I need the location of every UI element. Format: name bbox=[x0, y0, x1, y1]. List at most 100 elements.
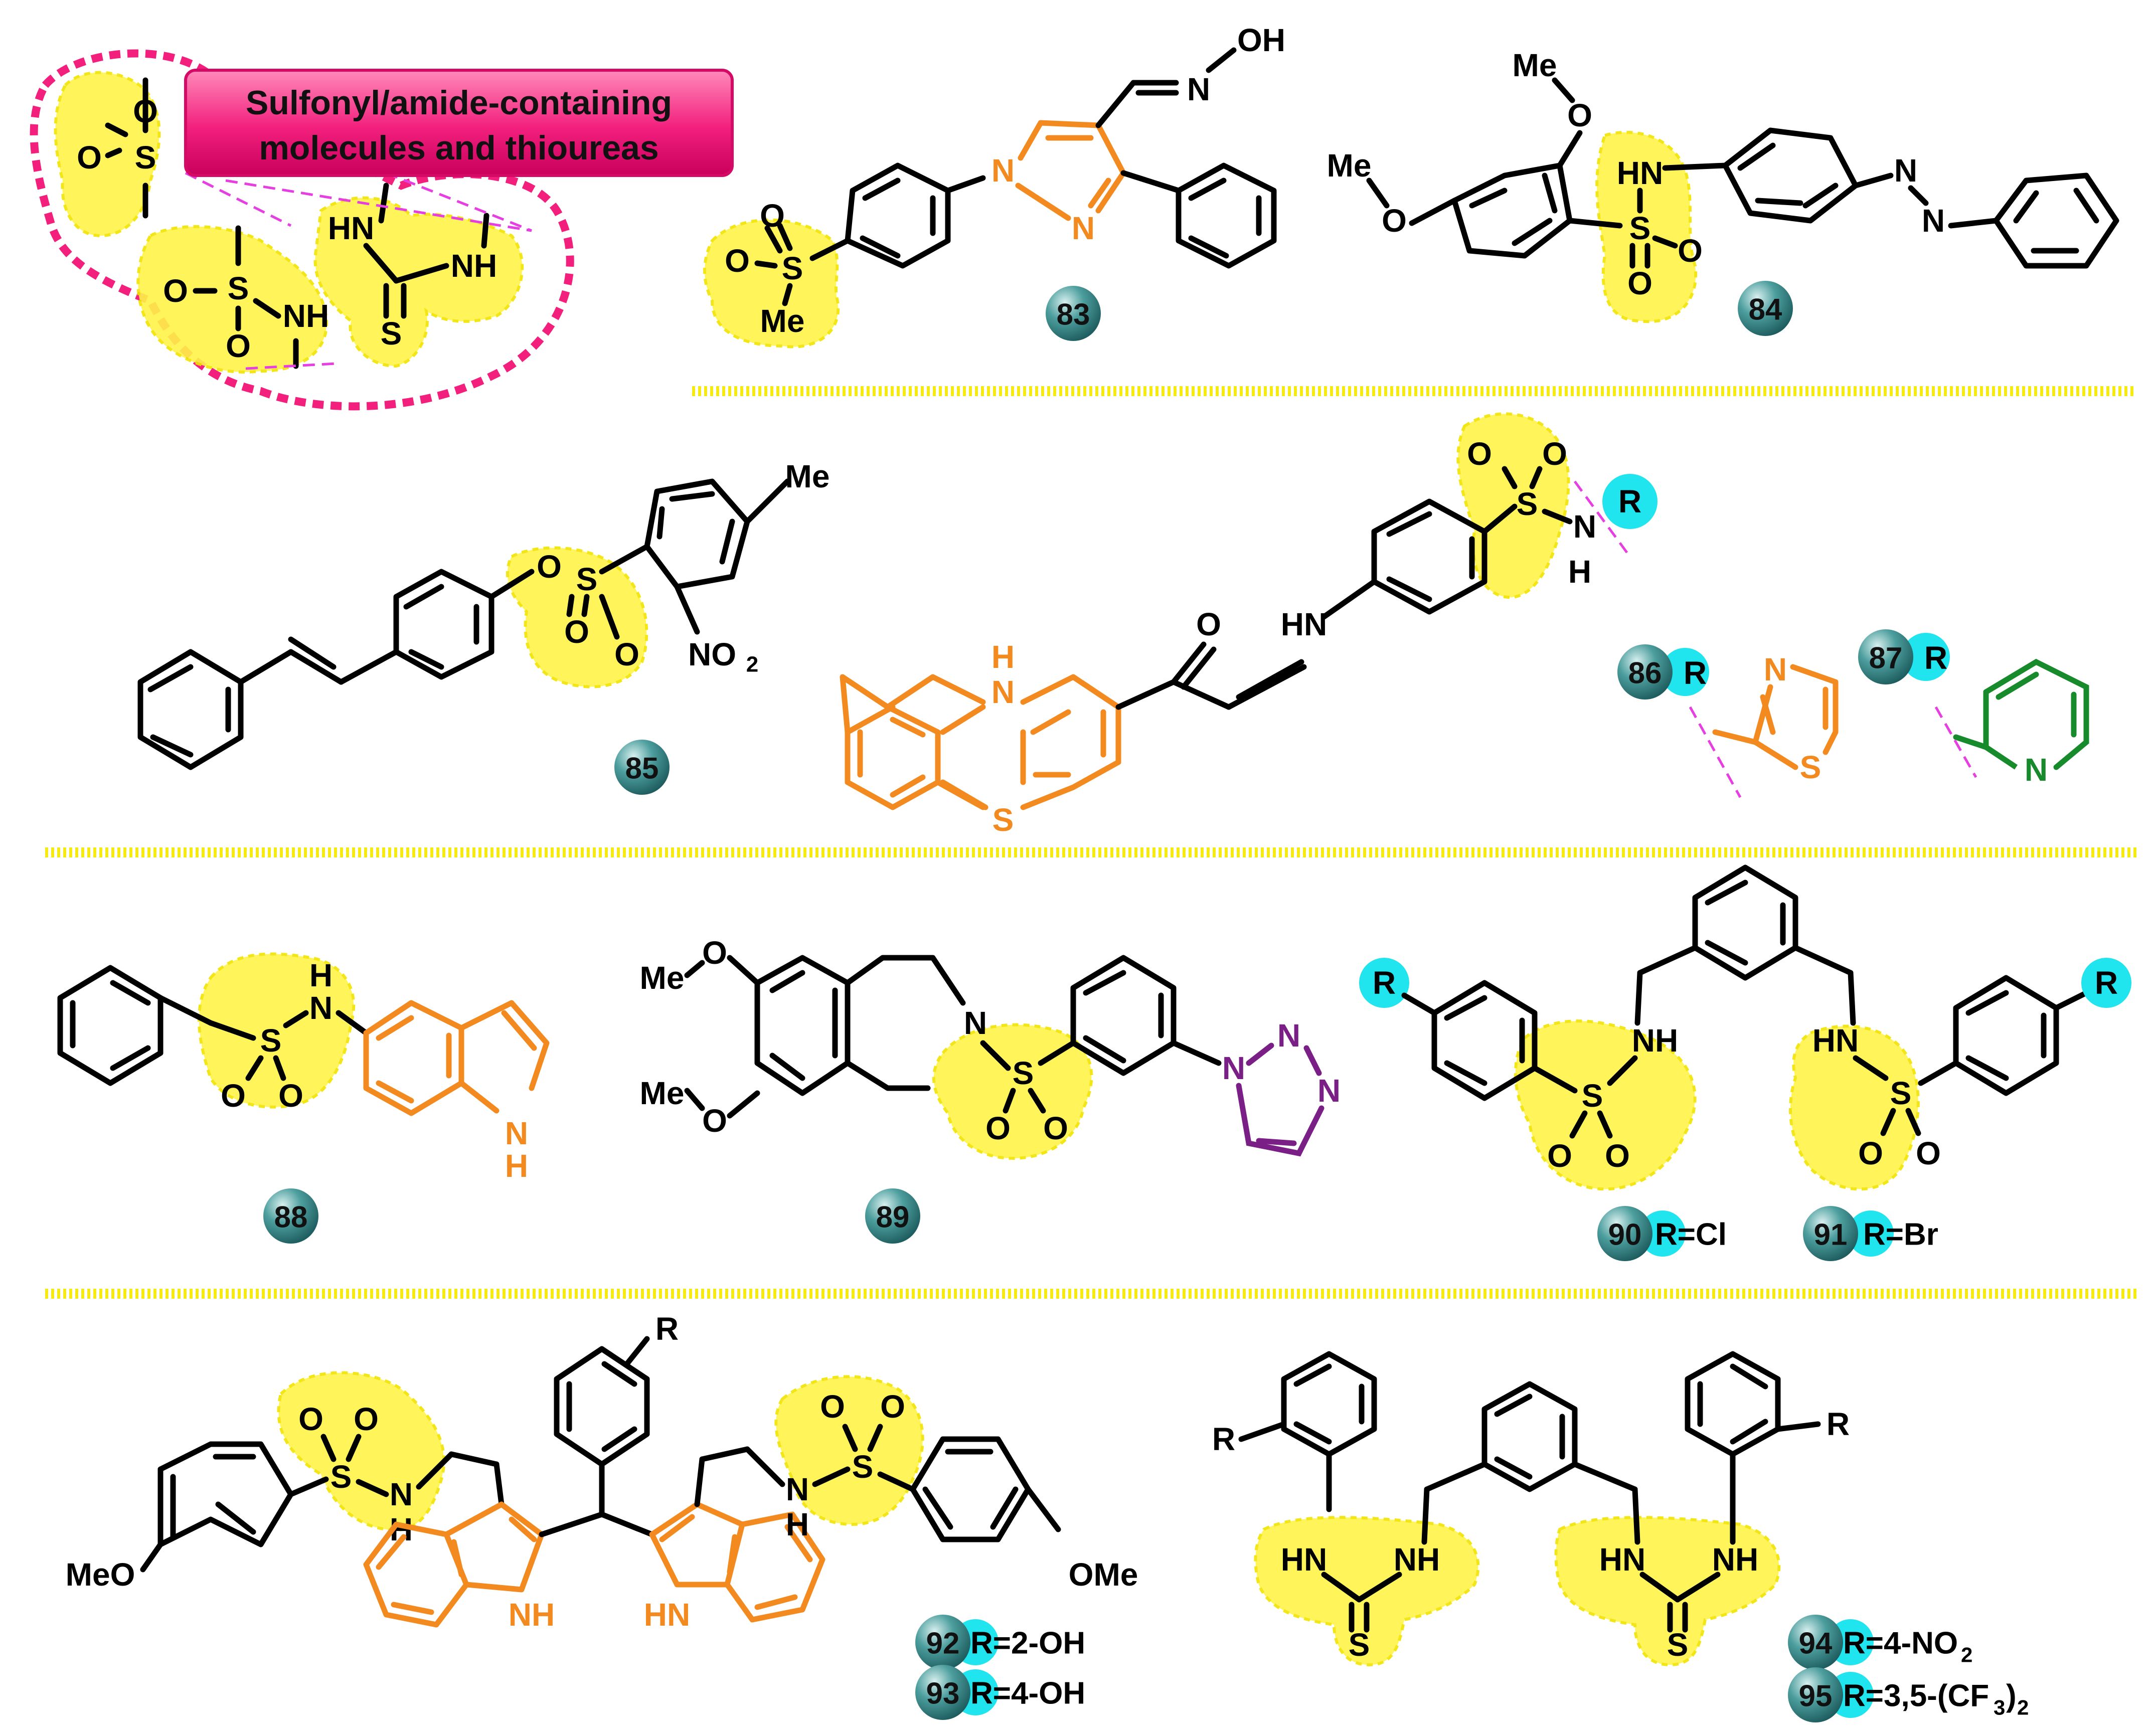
c84-o-left: O bbox=[1382, 203, 1407, 239]
motif-sulfonamide-s: S bbox=[228, 270, 249, 306]
c94-r-left: R bbox=[1212, 1421, 1235, 1457]
c85-no2-sub: 2 bbox=[746, 652, 758, 677]
motif-sulfonamide-nh: NH bbox=[283, 298, 329, 334]
c94-r-right: R bbox=[1827, 1406, 1850, 1442]
c86core-s: S bbox=[992, 802, 1014, 838]
c93-label: R=4-OH bbox=[970, 1676, 1085, 1711]
compound-88: S O O H N N H 88 bbox=[57, 952, 550, 1244]
c94-label: R=4-NO bbox=[1843, 1626, 1958, 1661]
c93-number: 93 bbox=[926, 1677, 960, 1710]
motif-sulfone-s: S bbox=[135, 139, 156, 176]
motif-thiourea-s: S bbox=[381, 315, 402, 352]
c92-ome: OMe bbox=[1069, 1556, 1138, 1593]
c85-o2: O bbox=[614, 636, 639, 672]
c83-n2: N bbox=[1072, 210, 1095, 246]
c92-nh: NH bbox=[509, 1597, 555, 1633]
c94-nh2: NH bbox=[1712, 1541, 1758, 1578]
title-line-1: Sulfonyl/amide-containing bbox=[246, 84, 672, 122]
c84-o1: O bbox=[1678, 233, 1703, 269]
c90-o2: O bbox=[1605, 1138, 1630, 1174]
c83-oh: OH bbox=[1237, 22, 1285, 58]
c86-r: R bbox=[1684, 655, 1707, 691]
c95-close: ) bbox=[2006, 1679, 2017, 1713]
c86core-hn: HN bbox=[1281, 606, 1327, 642]
c84-o2: O bbox=[1627, 265, 1652, 301]
c95-sub2: 2 bbox=[2017, 1696, 2029, 1719]
c87-r: R bbox=[1924, 640, 1947, 676]
c84-hn: HN bbox=[1617, 155, 1663, 191]
c85-no2: NO bbox=[688, 636, 736, 672]
c90-r-left: R bbox=[1373, 965, 1396, 1001]
c86core-r: R bbox=[1618, 483, 1641, 519]
c83-n1: N bbox=[991, 152, 1015, 189]
c88-o1: O bbox=[221, 1078, 246, 1114]
c92-o3: O bbox=[820, 1388, 845, 1425]
c92-s1: S bbox=[330, 1459, 352, 1495]
c90-o4: O bbox=[1916, 1135, 1941, 1171]
c83-me: Me bbox=[760, 303, 805, 339]
c92-s2: S bbox=[852, 1449, 874, 1485]
c89-o2: O bbox=[1043, 1110, 1068, 1146]
c83-n-oxime: N bbox=[1187, 71, 1210, 107]
c83-o2: O bbox=[725, 243, 750, 279]
c94-sub: 2 bbox=[1961, 1643, 1972, 1667]
c94-nh1: NH bbox=[1394, 1541, 1440, 1578]
c86core-n: N bbox=[991, 674, 1015, 710]
c84-number: 84 bbox=[1749, 293, 1782, 326]
c88-nh-n: N bbox=[309, 990, 333, 1026]
c91-number: 91 bbox=[1814, 1218, 1848, 1252]
c90-s1: S bbox=[1582, 1078, 1603, 1114]
separators bbox=[45, 386, 2136, 1299]
c94-hn2: HN bbox=[1599, 1541, 1645, 1578]
compound-83: S O O Me N N N OH 83 bbox=[703, 22, 1285, 349]
c89-meo1-o: O bbox=[702, 935, 727, 971]
motif-sulfonamide-o2: O bbox=[226, 328, 251, 364]
c87-n: N bbox=[2025, 752, 2048, 788]
c86core-o: O bbox=[1196, 606, 1221, 642]
c85-s: S bbox=[576, 561, 598, 597]
c86-n: N bbox=[1764, 651, 1787, 687]
c89-meo2-o: O bbox=[702, 1103, 727, 1139]
c90-label: R=Cl bbox=[1655, 1218, 1727, 1252]
c84-n2: N bbox=[1922, 203, 1945, 239]
c90-r-right: R bbox=[2095, 965, 2118, 1001]
highlight-sulfonamide bbox=[136, 225, 328, 374]
c88-o2: O bbox=[278, 1078, 303, 1114]
c84-o-top: O bbox=[1567, 97, 1592, 133]
c92-o4: O bbox=[880, 1388, 905, 1425]
c95-sub1: 3 bbox=[1994, 1696, 2005, 1719]
c89-meo2-me: Me bbox=[640, 1075, 685, 1111]
c94-number: 94 bbox=[1799, 1627, 1833, 1660]
compound-86-rgroup: 86 R N S bbox=[1617, 644, 1839, 798]
motif-sulfonamide-o1: O bbox=[163, 273, 188, 309]
c89-s: S bbox=[1013, 1055, 1034, 1091]
c84-s: S bbox=[1629, 210, 1651, 246]
compound-86-87-core: H N S O HN S O O N H R bbox=[840, 412, 1658, 838]
c92-r: R bbox=[655, 1311, 679, 1347]
c94-s2: S bbox=[1667, 1627, 1689, 1663]
c88-number: 88 bbox=[274, 1200, 308, 1234]
c89-number: 89 bbox=[876, 1200, 910, 1234]
title-line-2: molecules and thioureas bbox=[259, 129, 658, 167]
c95-number: 95 bbox=[1799, 1679, 1833, 1713]
c91-label: R=Br bbox=[1863, 1218, 1938, 1252]
compound-89: Me O Me O N S O O N N N 89 bbox=[640, 935, 1341, 1244]
c92-hn: HN bbox=[644, 1597, 690, 1633]
c90-o3: O bbox=[1858, 1135, 1883, 1171]
c92-n1: N bbox=[390, 1476, 413, 1512]
c89-meo1-me: Me bbox=[640, 960, 685, 996]
c89-tn1: N bbox=[1222, 1050, 1245, 1086]
motif-thiourea-nh: NH bbox=[451, 248, 497, 284]
title-box bbox=[184, 69, 734, 177]
compound-84: Me O Me O S HN O O N N 84 bbox=[1327, 47, 2119, 336]
c89-tn2: N bbox=[1277, 1017, 1300, 1054]
c92-n2: N bbox=[786, 1471, 809, 1507]
c86core-h2: H bbox=[1568, 554, 1591, 590]
c88-n: N bbox=[505, 1115, 528, 1151]
compound-90-91: R S O O NH HN S O O R 90 R=Cl bbox=[1359, 864, 2131, 1261]
c90-nh: NH bbox=[1632, 1022, 1678, 1059]
c92-number: 92 bbox=[926, 1627, 960, 1660]
c92-label: R=2-OH bbox=[970, 1626, 1085, 1661]
compound-87-rgroup: 87 R N bbox=[1858, 629, 2089, 788]
